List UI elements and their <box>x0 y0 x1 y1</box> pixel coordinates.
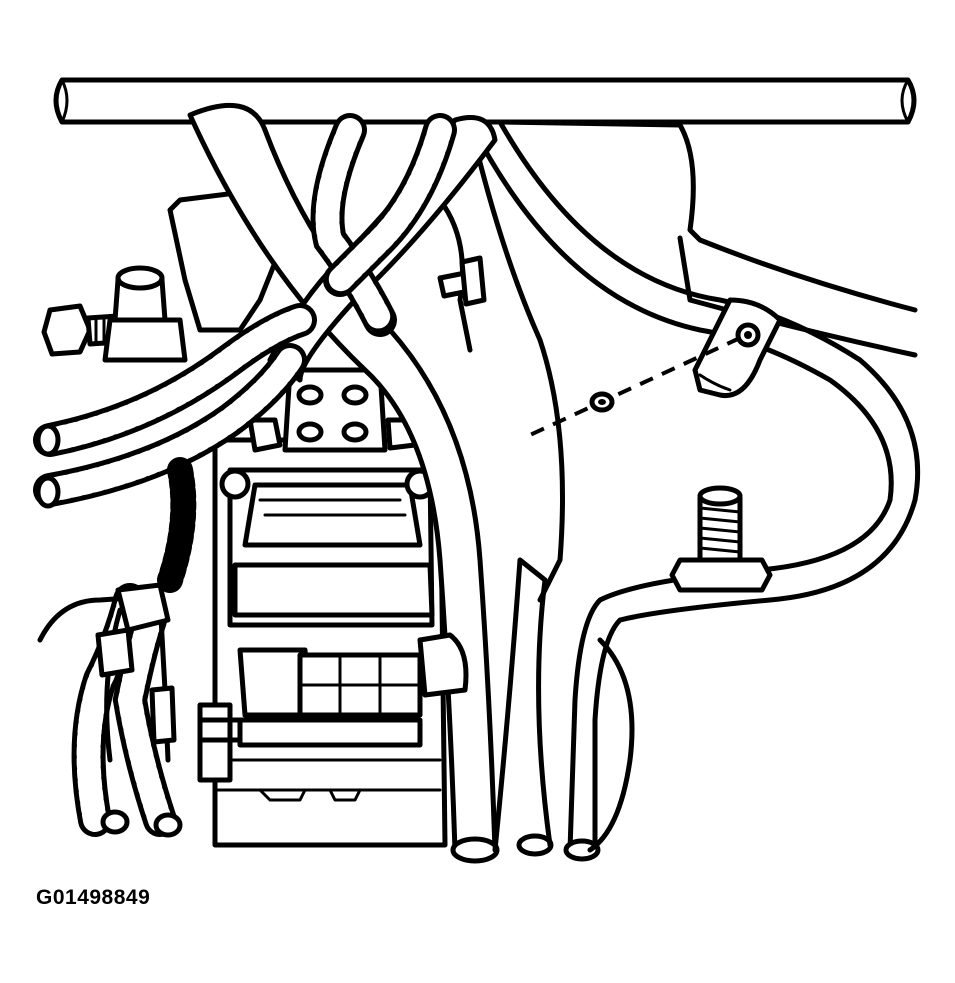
pulley-housing <box>587 637 635 853</box>
corrugated-wire-loom-upper <box>310 113 457 337</box>
body-panel-outline <box>167 119 918 603</box>
figure-id-label: G01498849 <box>36 886 151 909</box>
harness-connector <box>37 457 243 783</box>
control-module <box>212 437 448 848</box>
coolant-pipe-right <box>467 119 921 862</box>
threaded-stud <box>669 485 773 593</box>
attachment-dashed-line <box>529 336 741 437</box>
cross-member-bar <box>53 77 917 125</box>
corrugated-wire-loom-left <box>33 303 317 838</box>
small-stud <box>437 255 487 307</box>
sensor-cap <box>102 265 188 363</box>
pipe-clamp <box>692 297 783 399</box>
mounting-bracket <box>247 367 418 453</box>
